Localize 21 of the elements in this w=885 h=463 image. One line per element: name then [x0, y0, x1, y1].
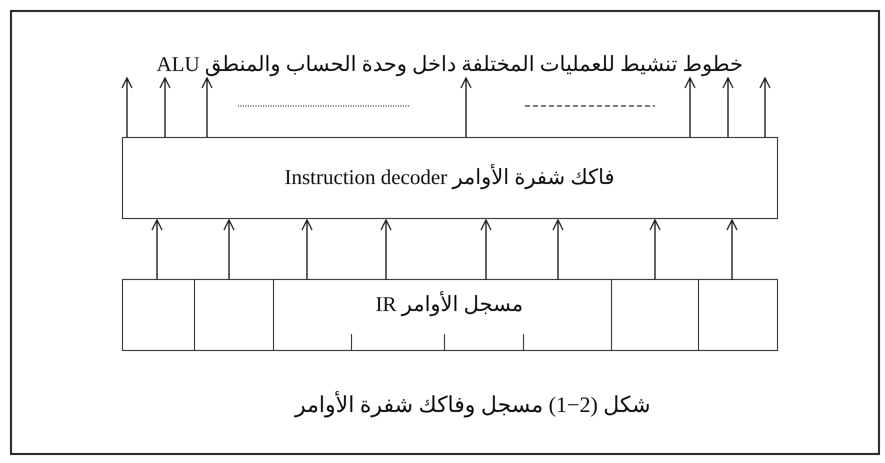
- figure-caption: شكل (2−1) مسجل وفاكك شفرة الأوامر: [295, 392, 651, 418]
- arrow: [380, 219, 392, 279]
- arrow: [460, 77, 472, 137]
- arrow: [759, 77, 771, 137]
- arrow: [301, 219, 313, 279]
- output-lines-label: خطوط تنشيط للعمليات المختلفة داخل وحدة الحساب والمنطق ALU: [156, 52, 744, 77]
- arrow: [223, 219, 235, 279]
- arrow: [201, 77, 213, 137]
- register-label: مسجل الأوامر IR: [376, 292, 524, 317]
- arrow: [159, 77, 171, 137]
- box-label: فاكك شفرة الأوامر Instruction decoder: [284, 165, 615, 190]
- arrow: [684, 77, 696, 137]
- decoder-box: [122, 137, 778, 219]
- arrow: [552, 219, 564, 279]
- register-box: [122, 279, 778, 351]
- arrow: [649, 219, 661, 279]
- arrow: [121, 77, 133, 137]
- arrow: [726, 219, 738, 279]
- arrow: [151, 219, 163, 279]
- arrow: [722, 77, 734, 137]
- arrow: [480, 219, 492, 279]
